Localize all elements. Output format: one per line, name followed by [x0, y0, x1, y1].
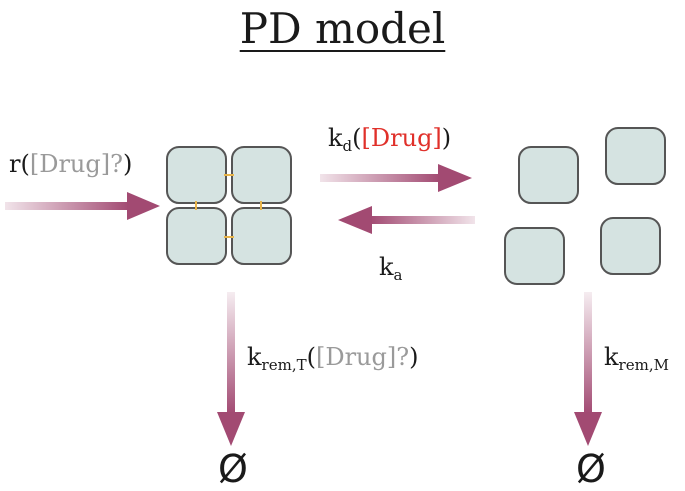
- removal-tetramer-rate-label: krem,T([Drug]?): [247, 343, 419, 374]
- association-arrow: [338, 206, 475, 234]
- removal-arrow-monomer: [574, 292, 602, 446]
- tetramer-subunit-top-left: [166, 146, 227, 204]
- monomers: [504, 127, 666, 285]
- empty-set-right: Ø: [576, 447, 606, 491]
- tetramer-subunit-bottom-left: [166, 207, 227, 265]
- tetramer-subunit-top-right: [231, 146, 292, 204]
- monomer-3: [504, 227, 565, 285]
- production-rate-label: r([Drug]?): [9, 150, 133, 178]
- removal-monomer-rate-label: krem,M: [604, 343, 669, 374]
- monomer-2: [605, 127, 666, 185]
- diagram-title: PD model: [239, 4, 446, 53]
- dissociation-arrow: [320, 164, 472, 192]
- monomer-1: [518, 146, 579, 204]
- tetramer-complex: [166, 146, 292, 265]
- empty-set-left: Ø: [218, 447, 248, 491]
- tetramer-subunit-bottom-right: [231, 207, 292, 265]
- monomer-4: [600, 217, 661, 275]
- production-arrow: [5, 192, 160, 220]
- dissociation-rate-label: kd([Drug]): [328, 124, 452, 155]
- association-rate-label: ka: [379, 253, 403, 284]
- removal-arrow-tetramer: [217, 292, 245, 446]
